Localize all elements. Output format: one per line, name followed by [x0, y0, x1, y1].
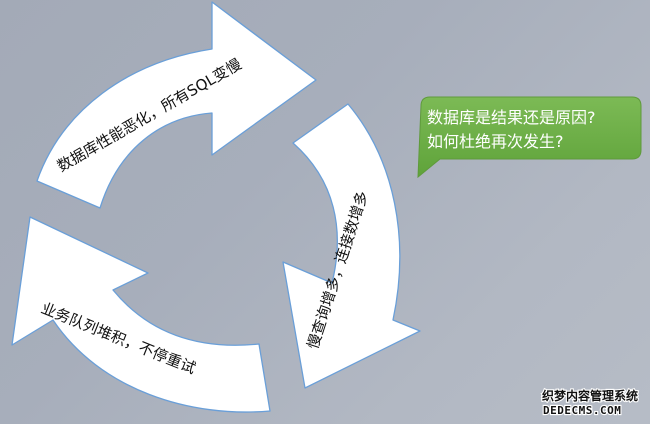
- cycle-arrow-step-2: 慢查询增多，连接数增多: [282, 103, 421, 389]
- arrow-right-icon: [36, 1, 317, 209]
- speech-bubble-icon: [417, 96, 642, 179]
- arrow-up-icon: [11, 216, 271, 413]
- watermark-line-1: 织梦内容管理系统: [542, 388, 638, 403]
- watermark: 织梦内容管理系统 DEDECMS.COM: [541, 387, 639, 418]
- watermark-line-2: DEDECMS.COM: [543, 404, 621, 417]
- callout-line-1: 数据库是结果还是原因?: [427, 108, 596, 127]
- cycle-arrow-step-3: 业务队列堆积，不停重试: [11, 216, 271, 413]
- callout-bubble: 数据库是结果还是原因? 如何杜绝再次发生?: [417, 96, 642, 179]
- cycle-arrow-step-1: 数据库性能恶化，所有SQL变慢: [36, 1, 317, 209]
- callout-line-2: 如何杜绝再次发生?: [427, 132, 564, 151]
- arrow-down-icon: [282, 103, 421, 389]
